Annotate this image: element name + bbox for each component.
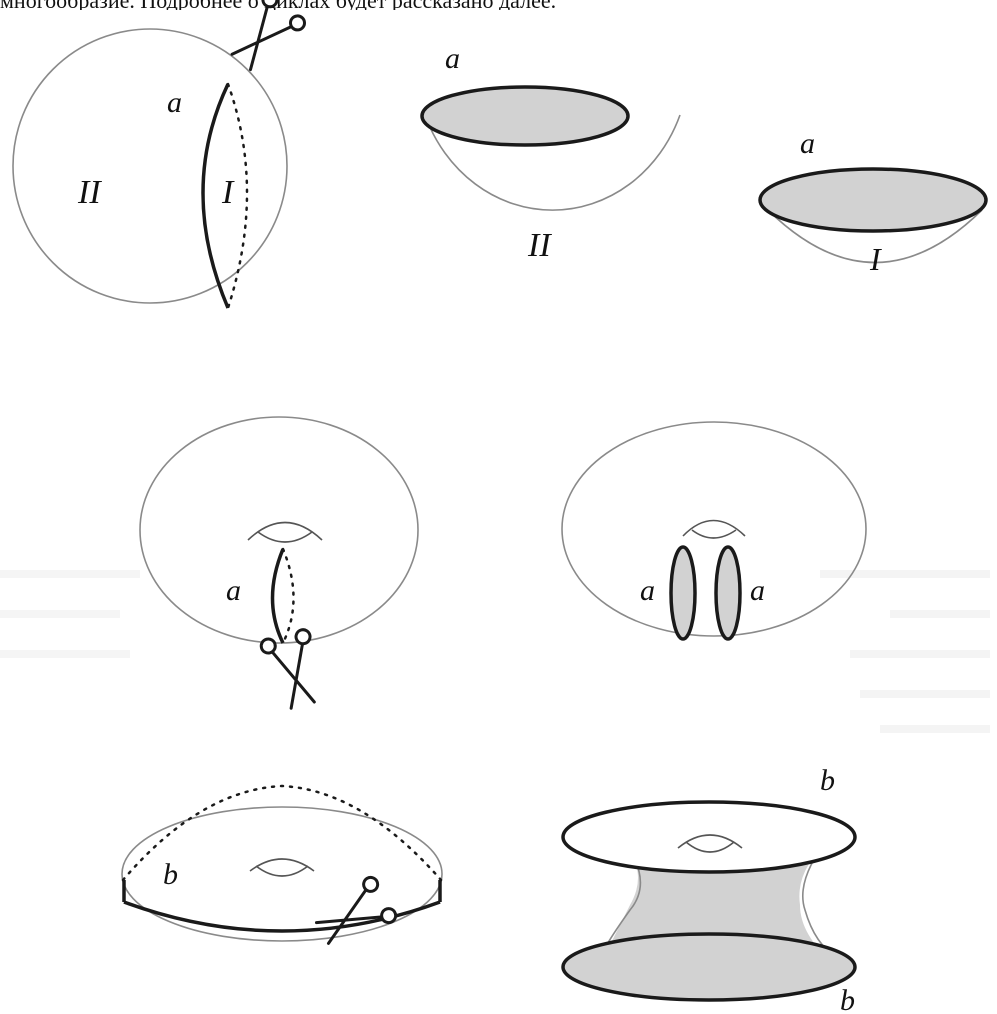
sphere-region-small-label: I <box>221 174 235 211</box>
torus-equator-figure: b <box>122 786 442 955</box>
sphere-region-big-label: II <box>77 174 102 211</box>
cap-figure: a I <box>760 127 986 277</box>
bowl-figure: a II <box>422 42 680 264</box>
torus-hole-right-label: a <box>750 574 765 607</box>
torus-cut-curve-label: a <box>226 574 241 607</box>
sphere-cut-curve-label: a <box>167 86 182 119</box>
tube-bottom-label: b <box>840 984 855 1014</box>
scissors-icon <box>260 628 327 711</box>
cap-rim-label: a <box>800 127 815 160</box>
torus-meridian-figure: a <box>140 417 418 712</box>
sphere-figure: a II I <box>13 0 307 308</box>
torus-cut-open-figure: a a <box>562 422 866 639</box>
tube-figure: b b <box>563 764 855 1014</box>
cap-region-label: I <box>869 241 882 277</box>
scissors-icon <box>222 0 307 78</box>
tube-top-label: b <box>820 764 835 797</box>
scissors-icon <box>310 875 398 955</box>
bowl-rim-label: a <box>445 42 460 75</box>
background-ghost-text <box>0 570 990 733</box>
bowl-region-label: II <box>527 227 552 264</box>
torus-hole-left-label: a <box>640 574 655 607</box>
torus-equator-label: b <box>163 858 178 891</box>
